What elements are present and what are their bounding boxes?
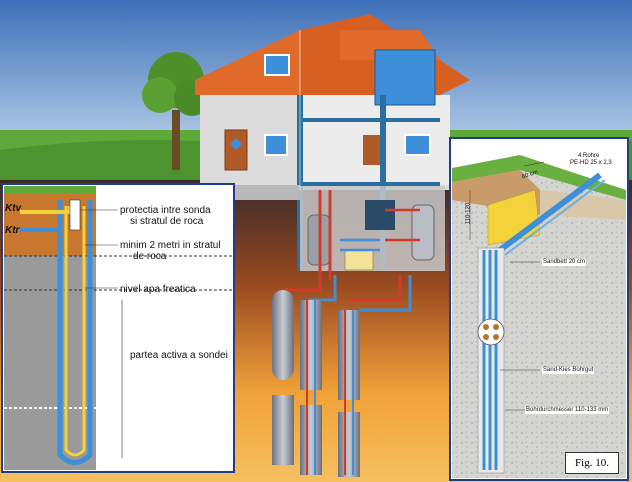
- underground-probes: [272, 275, 412, 477]
- pipes-label-line2: PE-HD 25 x 2,3: [570, 160, 612, 166]
- bohrdurchmesser-label: Bohrdurchmesser 110-133 mm: [525, 407, 610, 414]
- nivel-apa-label: nivel apa freatica: [120, 284, 196, 295]
- figure-caption: Fig. 10.: [565, 452, 619, 474]
- left-inset-panel: [1, 183, 235, 473]
- depth-dimension-label: 110-120: [465, 202, 472, 225]
- pipes-label-line1: 4 Rohre: [578, 153, 600, 159]
- protectia-label-line2: si stratul de roca: [130, 216, 204, 227]
- sandbett-label: Sandbett 20 cm: [542, 259, 587, 266]
- house: [195, 14, 470, 280]
- ktr-label: Ktr: [5, 225, 20, 236]
- minim-label-line2: de roca: [133, 251, 167, 262]
- sandkies-label: Sand-Kies Bohrgut: [542, 367, 595, 374]
- minim-label-line1: minim 2 metri in stratul: [120, 240, 221, 251]
- right-inset-panel: [449, 137, 629, 481]
- ktv-label: Ktv: [5, 203, 22, 214]
- protectia-label-line1: protectia intre sonda: [120, 205, 211, 216]
- partea-activa-label: partea activa a sondei: [130, 350, 228, 361]
